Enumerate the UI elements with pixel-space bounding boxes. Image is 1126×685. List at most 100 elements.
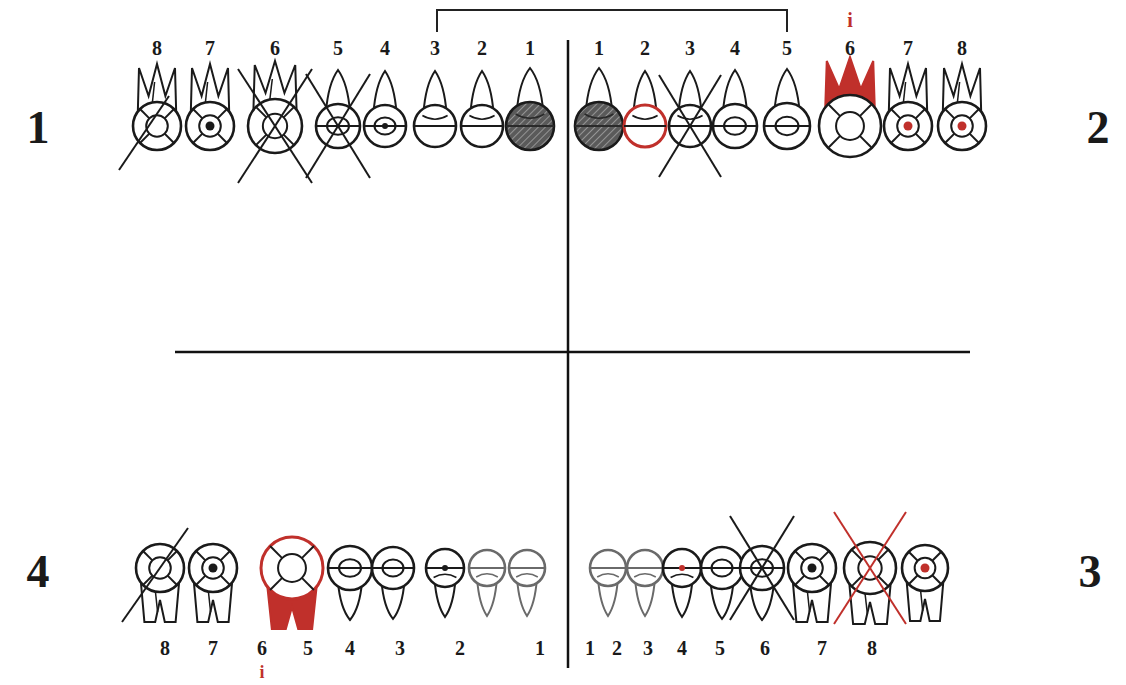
crown-detail: [970, 134, 979, 143]
missing-mark: [238, 69, 312, 183]
quadrant-number: 2: [1087, 105, 1110, 151]
tooth: [788, 544, 836, 622]
tooth-crown: [764, 103, 810, 149]
tooth-number: 4: [345, 638, 355, 658]
crown-detail: [801, 557, 823, 579]
tooth-number: 2: [477, 38, 487, 58]
tooth-number: 6: [845, 38, 855, 58]
tooth-number: 2: [612, 638, 622, 658]
crown-detail: [909, 575, 918, 584]
tooth-crown: [364, 105, 406, 147]
crown-detail: [701, 567, 743, 569]
tooth-number: 8: [160, 638, 170, 658]
tooth-crown: [509, 550, 545, 586]
crown-detail: [140, 109, 149, 118]
tooth: [902, 545, 948, 621]
tooth-number: 8: [957, 38, 967, 58]
tooth: [659, 71, 721, 177]
tooth: [819, 57, 881, 157]
tooth-crown: [819, 95, 881, 157]
crown-detail: [632, 116, 657, 120]
tooth-number: 3: [643, 638, 653, 658]
crown-detail: [143, 551, 152, 560]
crown-detail: [202, 557, 224, 579]
crown-detail: [328, 567, 372, 569]
crown-detail: [627, 567, 663, 569]
tooth-number: 1: [525, 38, 535, 58]
crown-detail: [302, 578, 314, 590]
crown-detail: [585, 114, 614, 118]
tooth-number: 6: [257, 638, 267, 658]
crown-detail: [199, 115, 221, 137]
tooth-crown: [884, 102, 932, 150]
tooth: [627, 550, 663, 616]
tooth: [261, 537, 323, 629]
restoration-dot: [904, 122, 913, 131]
missing-mark: [730, 516, 794, 620]
crown-detail: [891, 109, 900, 118]
tooth-number: 3: [395, 638, 405, 658]
missing-mark: [238, 69, 312, 183]
crown-detail: [820, 576, 829, 585]
crown-detail: [218, 134, 227, 143]
tooth: [663, 549, 701, 617]
tooth: [575, 68, 623, 150]
crown-detail: [597, 574, 619, 577]
crown-detail: [221, 576, 230, 585]
tooth: [730, 516, 794, 620]
crown-detail: [915, 558, 936, 579]
tooth-number: 5: [715, 638, 725, 658]
tooth-number: 1: [535, 638, 545, 658]
tooth: [306, 70, 370, 178]
crown-detail: [506, 125, 554, 127]
missing-mark: [306, 74, 370, 178]
tooth-number: 4: [380, 38, 390, 58]
tooth-number: 7: [208, 638, 218, 658]
tooth: [186, 64, 234, 150]
tooth-crown: [713, 104, 757, 148]
tooth-number: 4: [730, 38, 740, 58]
tooth-number: 5: [303, 638, 313, 658]
crown-detail: [624, 125, 666, 127]
extraction-mark: [119, 96, 169, 170]
tooth-number: 2: [640, 38, 650, 58]
crown-detail: [916, 109, 925, 118]
tooth-number: 6: [270, 38, 280, 58]
crown-detail: [671, 574, 694, 577]
crown-detail: [196, 551, 205, 560]
crown-detail: [634, 574, 656, 577]
tooth-crown: [938, 102, 986, 150]
crown-detail: [916, 134, 925, 143]
crown-detail: [677, 116, 702, 120]
tooth-crown: [461, 105, 503, 147]
crown-detail: [820, 551, 829, 560]
tooth-crown: [469, 550, 505, 586]
crown-detail: [932, 575, 941, 584]
crown-detail: [193, 134, 202, 143]
tooth-number: 1: [585, 638, 595, 658]
tooth: [469, 550, 505, 616]
tooth-number: 4: [677, 638, 687, 658]
crown-detail: [795, 576, 804, 585]
tooth: [238, 61, 312, 183]
extraction-mark: [122, 528, 188, 622]
tooth-number: 5: [782, 38, 792, 58]
crown-detail: [469, 116, 494, 120]
crown-detail: [764, 125, 810, 127]
restoration-dot: [206, 122, 215, 131]
tooth-number: 8: [867, 638, 877, 658]
tooth: [764, 69, 810, 149]
missing-mark: [834, 512, 906, 624]
tooth: [624, 71, 666, 147]
missing-mark: [306, 74, 370, 178]
tooth-crown: [624, 105, 666, 147]
restoration-dot: [442, 565, 448, 571]
quadrant-number: 3: [1079, 549, 1102, 595]
tooth-number: 2: [455, 638, 465, 658]
crown-detail: [516, 574, 538, 577]
crown-detail: [270, 546, 282, 558]
bracket: [437, 10, 787, 32]
tooth-number: 7: [817, 638, 827, 658]
marker-letter: i: [259, 663, 264, 681]
crown-detail: [165, 134, 174, 143]
